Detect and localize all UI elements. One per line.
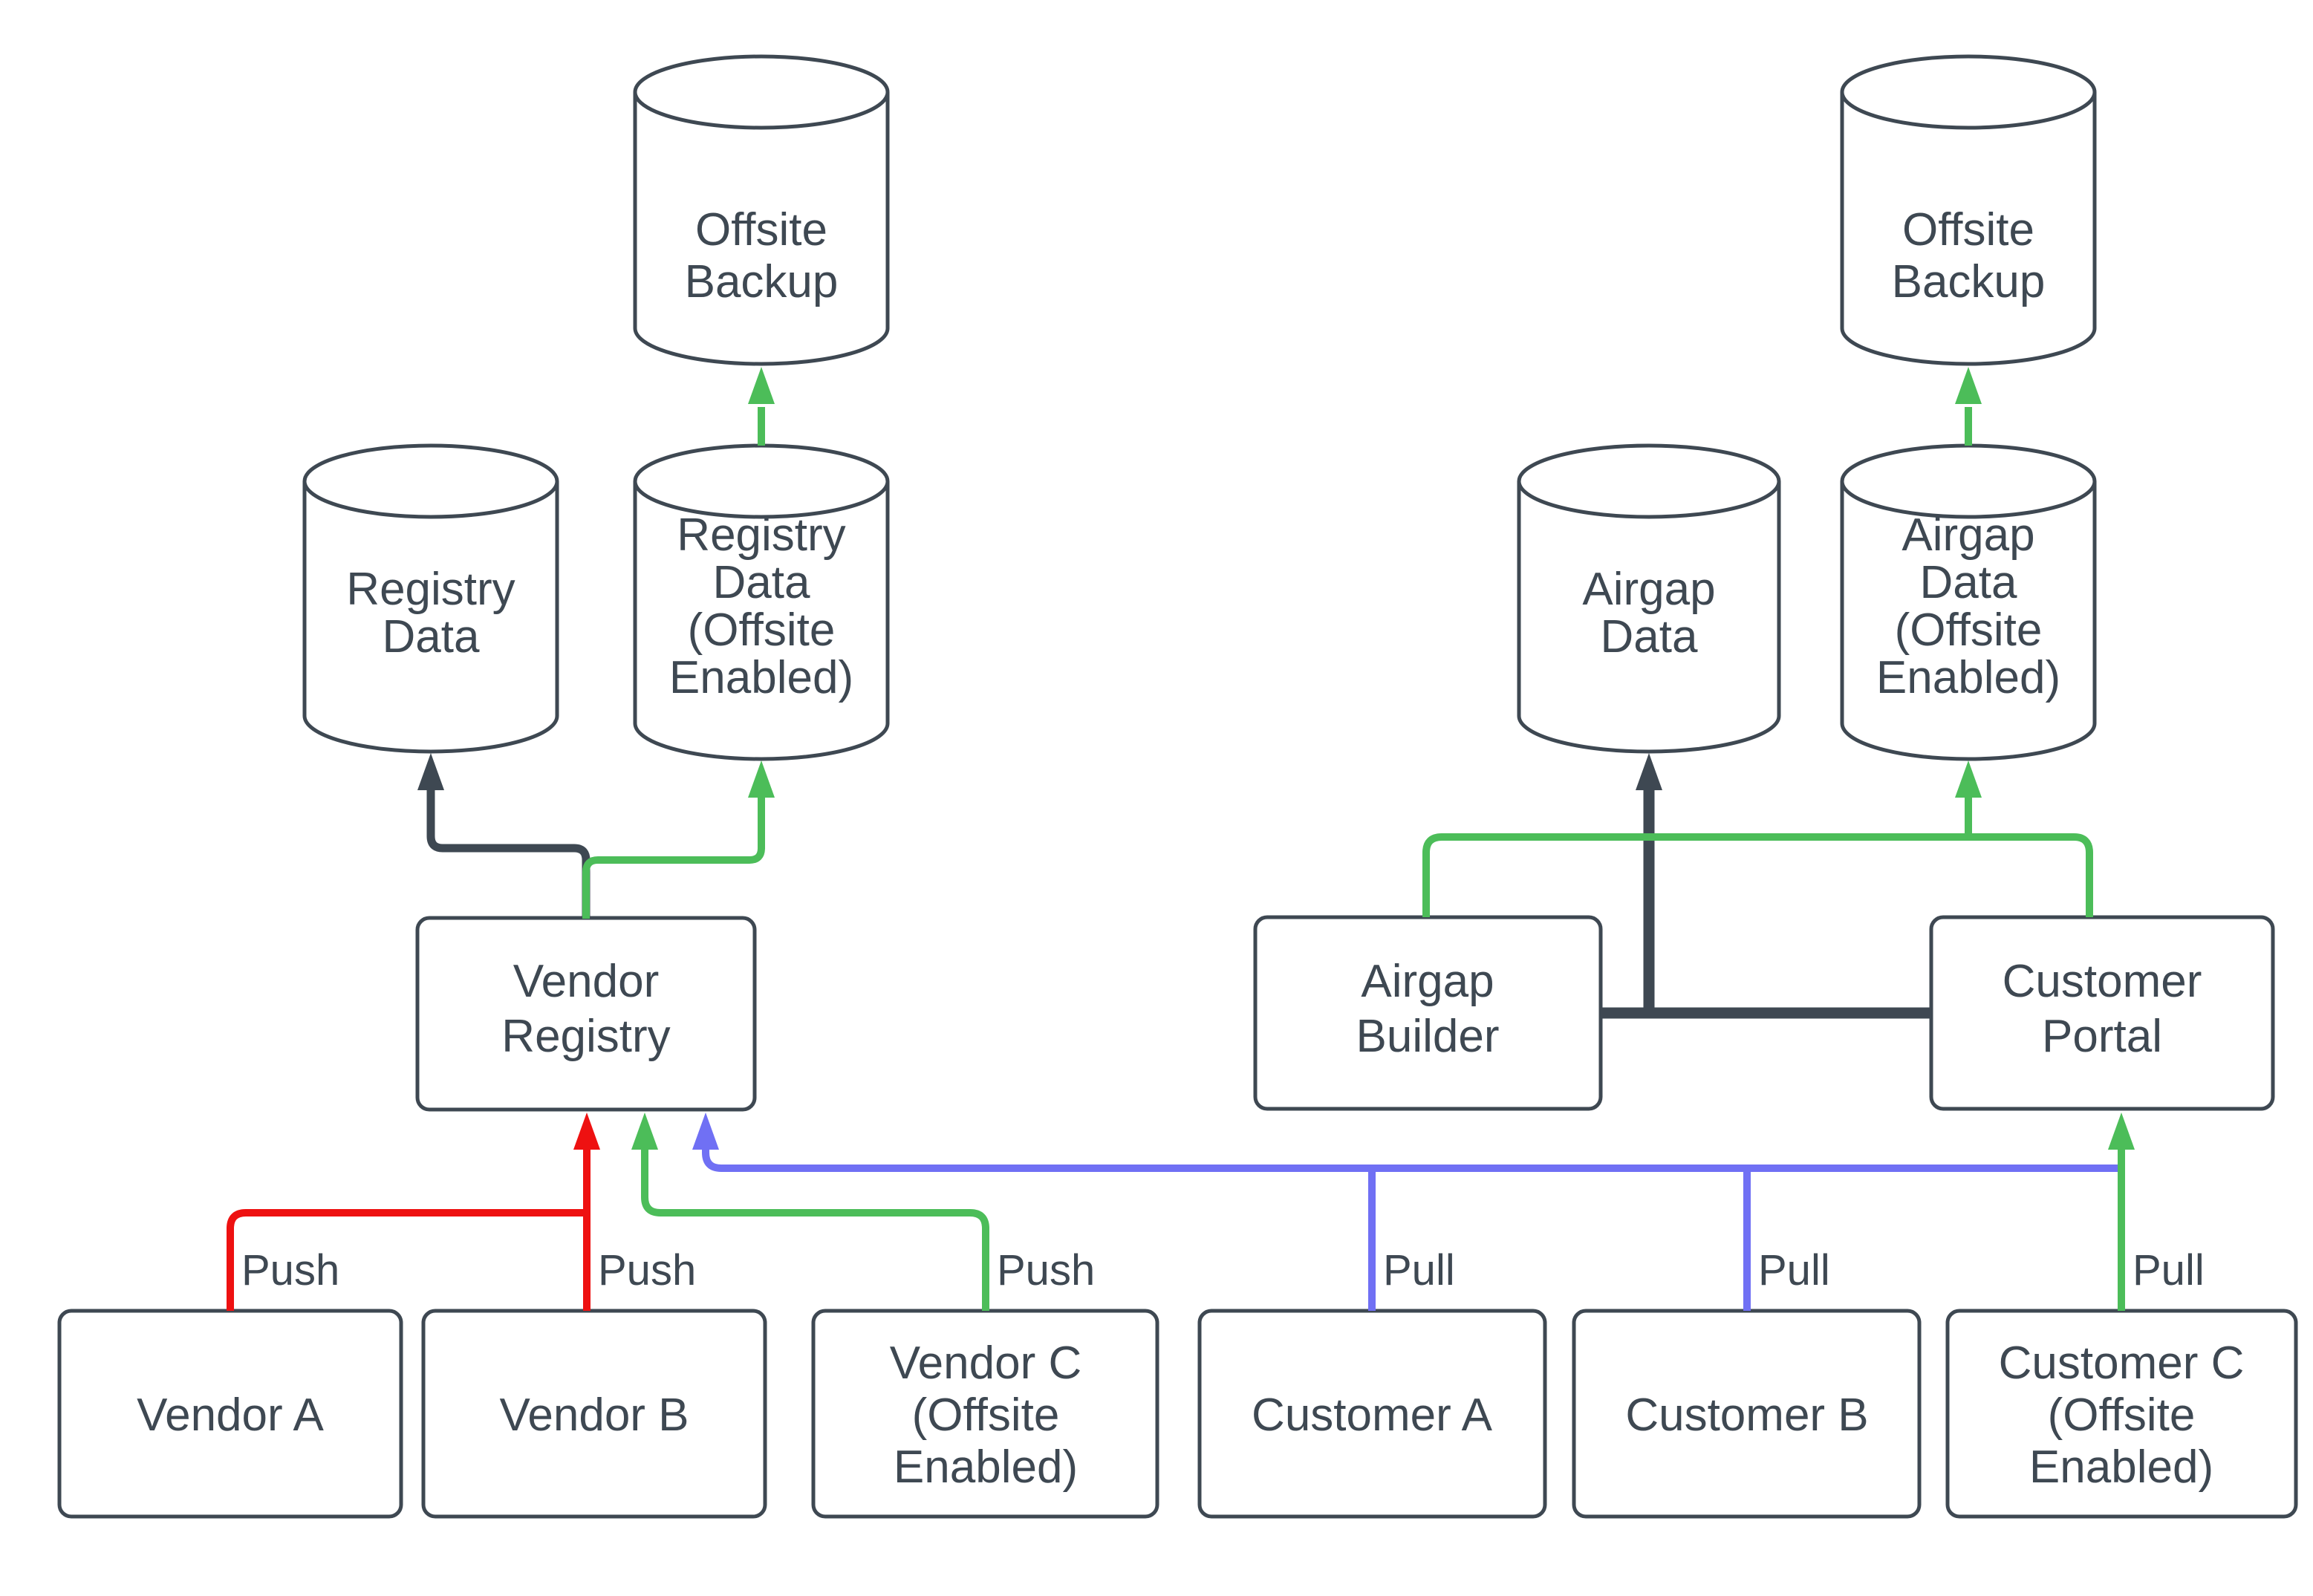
arrowhead-registry-data (417, 753, 444, 790)
node-customer-b: Customer B (1572, 1309, 1922, 1519)
arrowhead-vendor-c-push (631, 1113, 658, 1150)
node-customer-a: Customer A (1197, 1309, 1547, 1519)
arrowhead-vendor-push (573, 1113, 600, 1150)
cylinder-top (302, 443, 559, 519)
cylinder-body (1840, 92, 2097, 366)
node-vendor-a: Vendor A (57, 1309, 403, 1519)
arrowhead-registry-data-offsite (748, 760, 775, 798)
edge-customer-pull-trunk (702, 1147, 2118, 1172)
node-vendor-b: Vendor B (421, 1309, 767, 1519)
node-registry-data: Registry Data (302, 443, 559, 754)
node-label: Data (1920, 557, 2017, 608)
edge-label-pull: Pull (2133, 1246, 2205, 1294)
node-label: Enabled) (2029, 1442, 2213, 1493)
cylinder-top (633, 443, 890, 519)
cylinder-top (633, 54, 890, 130)
node-label: Customer A (1252, 1390, 1493, 1441)
cylinder-top (1840, 54, 2097, 130)
cylinder-body (633, 481, 890, 761)
edge-vendor-a-push (227, 1209, 583, 1311)
arrowhead-offsite-backup-right (1955, 367, 1982, 404)
node-airgap-builder: Airgap Builder (1253, 915, 1603, 1111)
cylinder-body (1840, 481, 2097, 761)
arrowhead-offsite-backup-left (748, 367, 775, 404)
node-vendor-c: Vendor C (Offsite Enabled) (811, 1309, 1159, 1519)
node-label: Registry (501, 1011, 670, 1062)
node-label: Registry (346, 564, 515, 615)
edge-label-push: Push (997, 1246, 1095, 1294)
node-label: Vendor A (137, 1390, 324, 1441)
edge-vendor-registry-to-registry-data-offsite (582, 795, 765, 919)
node-vendor-registry: Vendor Registry (415, 916, 757, 1112)
node-label: Airgap (1902, 509, 2034, 561)
node-airgap-data-offsite: Airgap Data (Offsite Enabled) (1840, 443, 2097, 761)
arrowhead-airgap-data (1636, 753, 1662, 790)
edge-airgap-builder-customer-portal-offsite-trunk (1422, 833, 2093, 917)
edge-label-push: Push (598, 1246, 696, 1294)
node-label: Customer (2003, 956, 2202, 1007)
node-label: Portal (2042, 1011, 2162, 1062)
edge-label-pull: Pull (1383, 1246, 1455, 1294)
cylinder-top (1840, 443, 2097, 519)
cylinder-body (1517, 481, 1781, 754)
cylinder-body (302, 481, 559, 754)
node-registry-data-offsite: Registry Data (Offsite Enabled) (633, 443, 890, 761)
node-label: Registry (677, 509, 845, 561)
node-label: (Offsite (1895, 605, 2043, 656)
node-label: Data (383, 611, 480, 662)
edge-vendor-registry-to-registry-data (426, 787, 591, 919)
node-label: Enabled) (669, 652, 853, 703)
arrowhead-airgap-data-offsite (1955, 760, 1982, 798)
edge-vendor-c-push (641, 1147, 989, 1311)
node-label: Airgap (1361, 956, 1494, 1007)
edge-label-push: Push (241, 1246, 339, 1294)
node-offsite-backup-left: Offsite Backup (633, 54, 890, 366)
node-label: Vendor (513, 956, 660, 1007)
node-label: Enabled) (894, 1442, 1078, 1493)
box (421, 1309, 767, 1519)
node-label: Airgap (1582, 564, 1715, 615)
node-airgap-data: Airgap Data (1517, 443, 1781, 754)
node-label: (Offsite (912, 1390, 1060, 1441)
node-label: Vendor B (499, 1390, 689, 1441)
node-label: Customer C (1999, 1338, 2245, 1389)
node-customer-c: Customer C (Offsite Enabled) (1945, 1309, 2298, 1519)
arrowhead-customer-c-pull (2108, 1113, 2135, 1150)
edge-label-pull: Pull (1758, 1246, 1830, 1294)
node-label: Builder (1356, 1011, 1500, 1062)
node-label: Data (1601, 611, 1698, 662)
node-label: Offsite (695, 204, 827, 255)
node-customer-portal: Customer Portal (1929, 915, 2275, 1111)
node-label: Backup (685, 256, 839, 307)
node-label: Vendor C (890, 1338, 1082, 1389)
node-label: Enabled) (1876, 652, 2060, 703)
node-label: Backup (1892, 256, 2046, 307)
cylinder-body (633, 92, 890, 366)
arrowhead-customer-pull (692, 1113, 719, 1150)
node-label: Customer B (1625, 1390, 1868, 1441)
node-offsite-backup-right: Offsite Backup (1840, 54, 2097, 366)
node-label: (Offsite (2048, 1390, 2196, 1441)
node-label: Offsite (1902, 204, 2034, 255)
node-label: Data (713, 557, 810, 608)
cylinder-top (1517, 443, 1781, 519)
node-label: (Offsite (688, 605, 836, 656)
